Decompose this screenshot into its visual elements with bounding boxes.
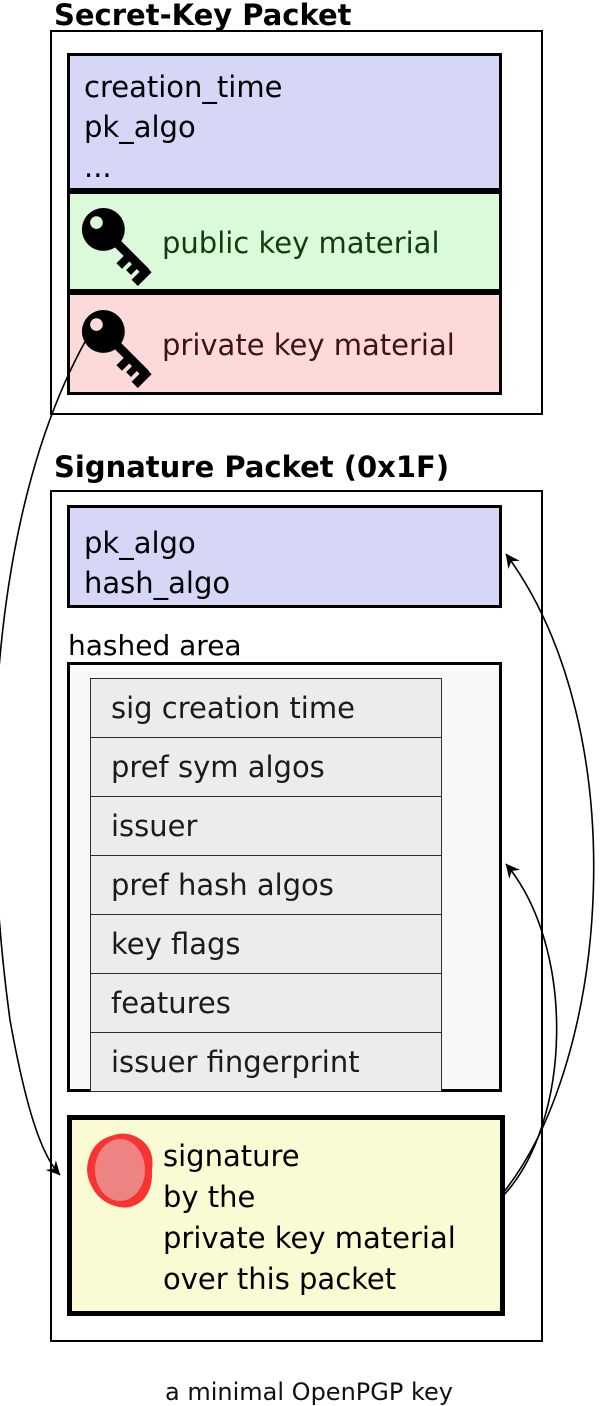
subpacket-row: key flags <box>91 914 441 973</box>
signature-line: by the <box>163 1180 256 1214</box>
hashed-area-label: hashed area <box>68 629 242 662</box>
private-key-material-box: private key material <box>67 292 502 395</box>
signature-text: signature by the private key material ov… <box>163 1136 456 1300</box>
subpacket-row: pref hash algos <box>91 855 441 914</box>
signature-line: private key material <box>163 1221 456 1255</box>
subpacket-row: issuer <box>91 796 441 855</box>
signature-box: signature by the private key material ov… <box>67 1115 505 1316</box>
subpacket-row: sig creation time <box>111 691 355 725</box>
signature-line: signature <box>163 1139 300 1173</box>
key-icon <box>81 208 152 286</box>
subpacket-row: features <box>91 973 441 1032</box>
subpacket-row: issuer fingerprint <box>91 1032 441 1091</box>
field-ellipsis: ... <box>84 150 112 184</box>
field-sig-pk-algo: pk_algo <box>84 526 196 560</box>
field-pk-algo: pk_algo <box>84 110 196 144</box>
secret-key-packet-title: Secret-Key Packet <box>54 0 352 32</box>
field-creation-time: creation_time <box>84 70 283 104</box>
public-key-material-label: public key material <box>162 226 440 260</box>
private-key-material-label: private key material <box>162 328 455 362</box>
diagram-caption: a minimal OpenPGP key <box>165 1378 453 1406</box>
subpacket-row: pref sym algos <box>91 737 441 796</box>
signature-line: over this packet <box>163 1262 397 1296</box>
signature-packet-title: Signature Packet (0x1F) <box>54 450 450 484</box>
public-key-material-box: public key material <box>67 191 502 292</box>
seal-icon <box>87 1133 153 1208</box>
signature-algo-fields-box: pk_algo hash_algo <box>67 505 502 608</box>
field-sig-hash-algo: hash_algo <box>84 566 231 600</box>
secret-key-header-fields-box: creation_time pk_algo ... <box>67 53 502 191</box>
hashed-area-box: sig creation time pref sym algos issuer … <box>67 662 502 1092</box>
key-icon <box>81 310 152 388</box>
subpacket-table: sig creation time pref sym algos issuer … <box>90 678 442 1092</box>
